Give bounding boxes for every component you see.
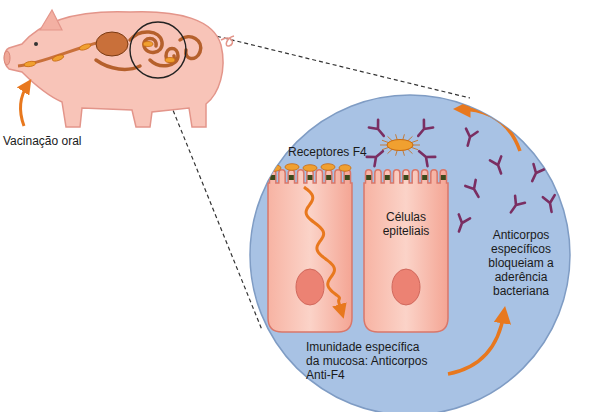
uptake-arrow <box>304 187 342 313</box>
pig <box>40 10 62 30</box>
antibody <box>465 180 483 200</box>
antibody <box>369 120 388 140</box>
cell-outline <box>364 170 448 332</box>
flow-arrow <box>448 313 504 374</box>
antibody <box>414 120 433 140</box>
vaccination-label: Vacinação oral <box>3 134 82 148</box>
epithelial-cell <box>296 269 324 305</box>
cell-outline <box>366 175 446 180</box>
f4-receptor <box>404 175 409 180</box>
f4-receptor <box>345 175 350 180</box>
bacterium <box>303 165 317 172</box>
cell-label: Células epiteliais <box>371 210 441 238</box>
immunity-label: Imunidade específica da mucosa: Anticorp… <box>306 340 436 382</box>
zoom-circle: Receptores F4 Imunidade específica da muc… <box>248 93 572 412</box>
bacterium <box>285 164 299 171</box>
bacterium <box>387 140 413 151</box>
antibody <box>506 196 525 216</box>
pig <box>96 32 128 56</box>
f4-receptor <box>422 175 427 180</box>
vaccine-dose <box>24 60 37 67</box>
antibody <box>490 156 507 175</box>
pig <box>34 42 38 46</box>
bacterium <box>321 164 335 171</box>
pig <box>130 32 201 66</box>
mucosa-illustration <box>267 109 557 374</box>
cell-outline <box>392 269 420 305</box>
vaccine-arrow <box>21 84 28 126</box>
epithelial-cell <box>268 170 352 332</box>
bacterium <box>380 134 420 155</box>
f4-receptor <box>308 175 313 180</box>
antibody-label: Anticorpos específicos bloqueiam a aderê… <box>486 228 556 298</box>
epithelial-cell <box>270 175 350 180</box>
pig <box>221 36 234 46</box>
antibody <box>527 164 545 184</box>
bacterium <box>267 165 281 172</box>
epithelial-cell <box>268 170 352 332</box>
vaccine-dose <box>143 42 153 47</box>
bacterium <box>380 134 420 155</box>
antibody <box>453 214 470 233</box>
antibody <box>415 147 435 166</box>
f4-receptor <box>270 175 275 180</box>
pig <box>5 12 224 127</box>
pig <box>4 10 234 127</box>
f4-receptor <box>326 175 331 180</box>
f4-receptor <box>385 175 390 180</box>
epithelial-cell: Células epiteliais <box>360 165 452 332</box>
zoom-circle-outline <box>250 95 570 412</box>
antibody <box>543 195 558 213</box>
pig <box>4 51 10 65</box>
vaccine-dose <box>24 42 175 68</box>
vaccine-dose <box>79 43 92 52</box>
antibody <box>367 147 387 166</box>
antibody <box>462 129 478 148</box>
vaccine-dose <box>165 58 175 63</box>
vaccine-dose <box>52 54 65 63</box>
cell-outline <box>360 165 452 332</box>
f4-receptor <box>441 175 446 180</box>
pig <box>130 22 186 78</box>
bacterium <box>267 164 351 172</box>
f4-receptor <box>289 175 294 180</box>
zoom-line <box>183 28 470 98</box>
flow-arrow <box>460 109 520 151</box>
receptor-label: Receptores F4 <box>288 145 367 159</box>
bacterium <box>339 165 351 172</box>
f4-receptor <box>366 175 371 180</box>
zoom-line <box>160 78 262 330</box>
